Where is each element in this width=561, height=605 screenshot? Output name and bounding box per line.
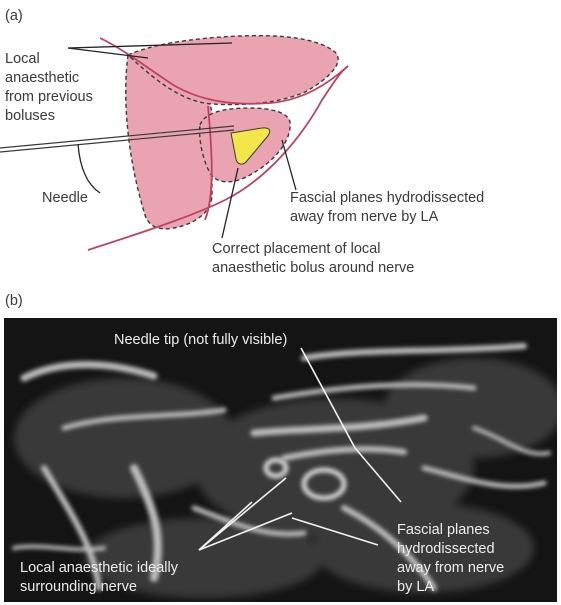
fascial-planes-b-label: Fascial planes hydrodissected away from …	[397, 521, 504, 597]
panel-b-label: (b)	[5, 292, 23, 311]
correct-placement-label: Correct placement of local anaesthetic b…	[212, 240, 414, 278]
fascial-planes-label: Fascial planes hydrodissected away from …	[290, 189, 484, 227]
diagram-panel-a: (a) Local anaesthetic from previous bolu…	[0, 0, 561, 290]
panel-a-label: (a)	[5, 7, 23, 26]
la-surrounding-label: Local anaesthetic ideally surrounding ne…	[20, 559, 178, 597]
ultrasound-image: Needle tip (not fully visible) Local ana…	[4, 318, 557, 602]
local-anaesthetic-label: Local anaesthetic from previous boluses	[5, 50, 93, 126]
needle-label: Needle	[42, 189, 88, 208]
needle-tip-label: Needle tip (not fully visible)	[114, 331, 287, 350]
